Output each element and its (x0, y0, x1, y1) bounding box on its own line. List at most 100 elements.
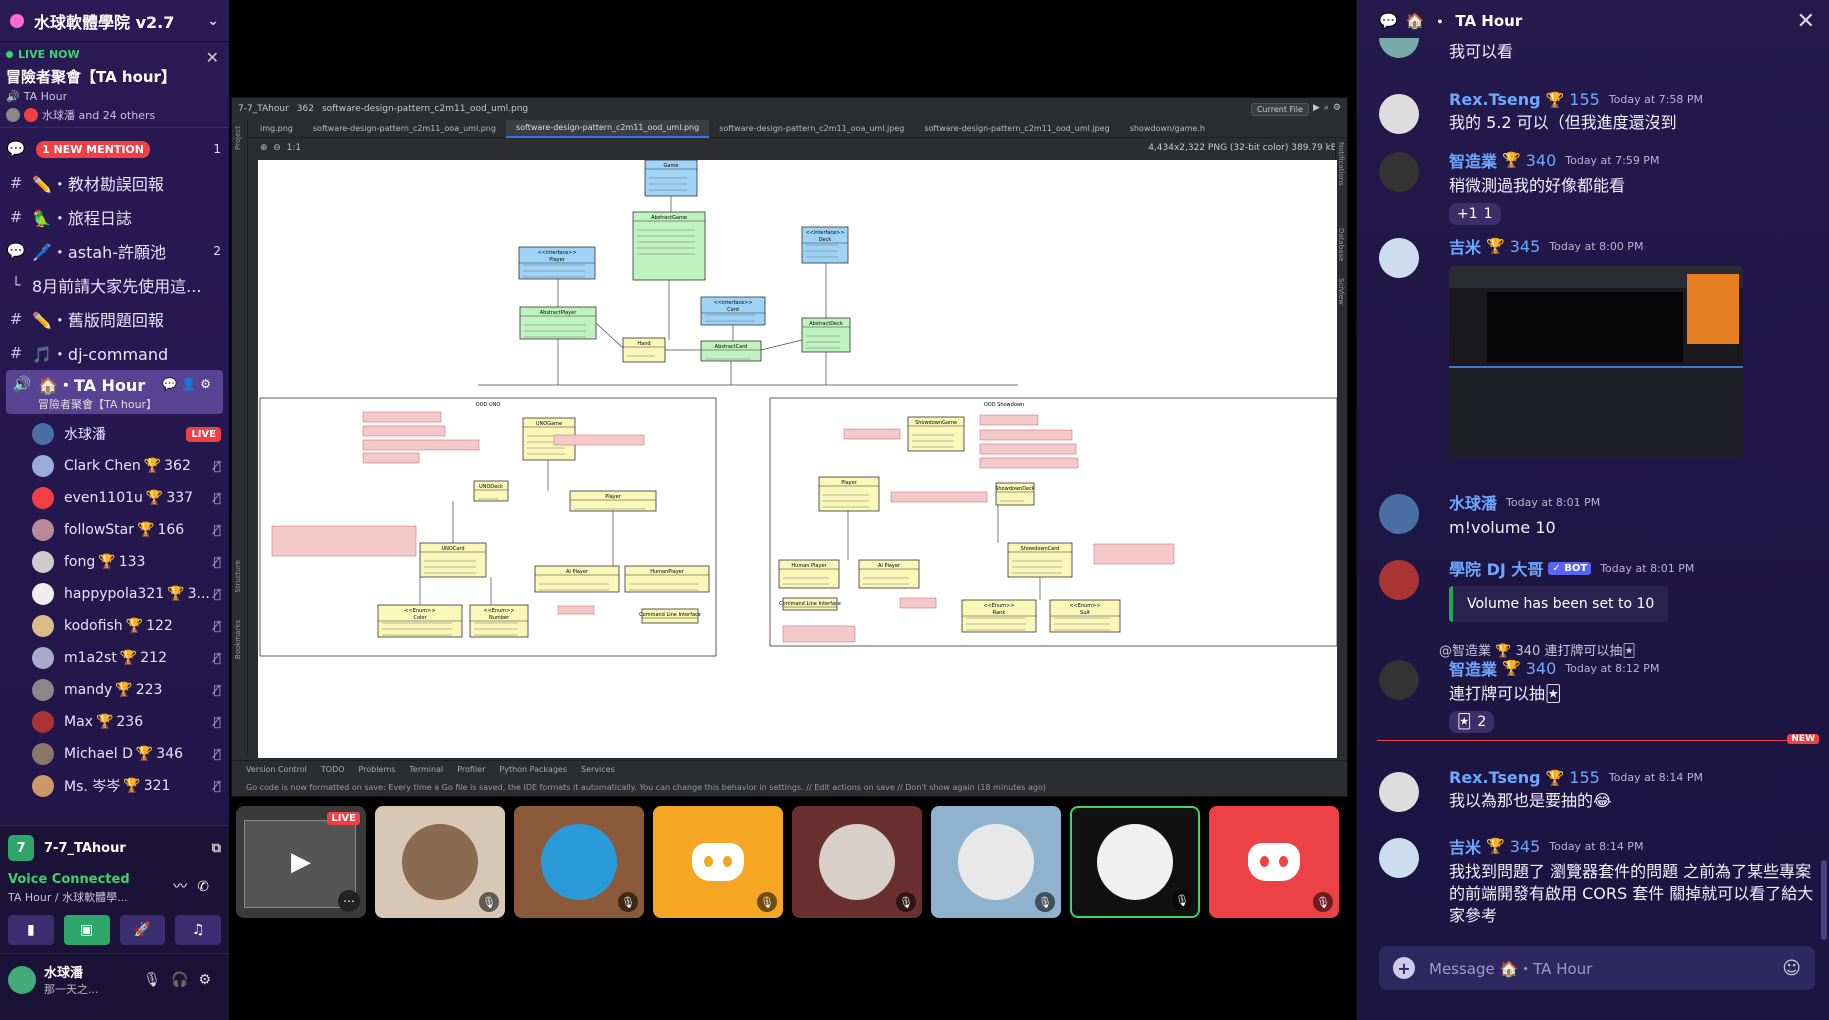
bottom-tool[interactable]: Profiler (457, 765, 486, 774)
channel-item[interactable]: #🦜・旅程日誌 (0, 200, 229, 234)
editor-tab[interactable]: img.png (260, 124, 293, 133)
participant-tile[interactable]: LIVE▶⋯ (236, 806, 366, 918)
tool-sciview[interactable]: SciView (1337, 278, 1345, 305)
avatar[interactable] (1379, 38, 1419, 58)
voice-user[interactable]: Max🏆236🎙̸ (0, 706, 229, 738)
channel-ta-hour[interactable]: 🔊🏠・TA Hour💬👤⚙ 冒險者聚會【TA hour】 (6, 370, 223, 414)
avatar[interactable] (1379, 772, 1419, 812)
zoom-level[interactable]: 1:1 (286, 143, 302, 153)
camera-button[interactable]: ▮ (8, 915, 54, 945)
avatar[interactable] (1379, 94, 1419, 134)
author-name[interactable]: Rex.Tseng (1449, 768, 1541, 787)
disconnect-icon[interactable]: 〰✆ (173, 879, 219, 895)
bottom-tool[interactable]: Services (581, 765, 615, 774)
editor-tab[interactable]: software-design-pattern_c2m11_ood_uml.jp… (924, 124, 1110, 133)
avatar[interactable] (1379, 238, 1419, 278)
editor-tab[interactable]: software-design-pattern_c2m11_ooa_uml.jp… (719, 124, 905, 133)
emoji-icon[interactable]: ☺ (1782, 957, 1801, 979)
participant-tile[interactable]: 🎙 (1209, 806, 1339, 918)
voice-user-score: 166 (157, 522, 185, 538)
screen-share-button[interactable]: ▣ (63, 915, 110, 945)
author-name[interactable]: 吉米 (1449, 238, 1482, 257)
home-icon: 🏠 (1405, 12, 1425, 30)
reply-preview[interactable]: @智造業 🏆 340 連打牌可以抽🃏 (1439, 640, 1636, 659)
chat-scrollbar[interactable] (1821, 860, 1827, 940)
voice-user[interactable]: Ms. 岑岑🏆321🎙̸ (0, 770, 229, 802)
avatar[interactable] (1379, 494, 1419, 534)
image-attachment[interactable] (1449, 266, 1743, 458)
live-now-panel[interactable]: LIVE NOW ✕ 冒險者聚會【TA hour】 🔊TA Hour 水球潘 a… (0, 42, 229, 128)
author-name[interactable]: Rex.Tseng (1449, 90, 1541, 109)
avatar[interactable] (1379, 660, 1419, 700)
editor-tab[interactable]: software-design-pattern_c2m11_ooa_uml.pn… (312, 124, 496, 133)
project-name[interactable]: 7-7_TAhour (238, 104, 289, 114)
channel-item[interactable]: └8月前請大家先使用這... (0, 268, 229, 302)
avatar[interactable] (8, 965, 36, 994)
channel-tools-icon[interactable]: 💬👤⚙ (162, 377, 215, 391)
participant-tile[interactable]: 🎙 (514, 806, 644, 918)
run-config-dropdown[interactable]: Current File (1250, 102, 1309, 116)
channel-item[interactable]: #🎵・dj-command (0, 336, 229, 370)
live-dot-icon (6, 51, 13, 58)
zoom-out-icon[interactable]: ⊖ (273, 143, 281, 153)
reaction[interactable]: 🃏2 (1449, 711, 1495, 733)
more-icon[interactable]: ⋯ (338, 890, 360, 912)
voice-user[interactable]: fong🏆133🎙̸ (0, 546, 229, 578)
tool-notifications[interactable]: Notifications (1337, 142, 1345, 186)
participant-tile[interactable]: 🎙 (375, 806, 505, 918)
mic-headset-settings-icon[interactable]: 🎙🎧⚙ (143, 971, 221, 988)
bottom-tool[interactable]: Version Control (246, 765, 307, 774)
voice-user[interactable]: Clark Chen🏆362🎙̸ (0, 450, 229, 482)
bottom-tool[interactable]: TODO (320, 765, 345, 774)
participant-tile[interactable]: 🎙 (1070, 806, 1200, 918)
editor-tab[interactable]: software-design-pattern_c2m11_ood_uml.pn… (505, 119, 710, 138)
run-icon[interactable]: ▶ (1312, 102, 1320, 113)
voice-user[interactable]: followStar🏆166🎙̸ (0, 514, 229, 546)
voice-user[interactable]: mandy🏆223🎙̸ (0, 674, 229, 706)
tool-bookmarks[interactable]: Bookmarks (234, 620, 242, 660)
plus-icon[interactable]: + (1393, 957, 1415, 979)
search-icon[interactable]: ⌕ (1323, 102, 1329, 113)
author-name[interactable]: 智造業 (1449, 152, 1498, 171)
zoom-in-icon[interactable]: ⊕ (260, 143, 268, 153)
chevron-down-icon[interactable]: ⌄ (207, 12, 219, 29)
bottom-tool[interactable]: Terminal (409, 765, 444, 774)
soundboard-button[interactable]: ♫ (175, 915, 221, 945)
voice-user[interactable]: m1a2st🏆212🎙̸ (0, 642, 229, 674)
tool-structure[interactable]: Structure (234, 560, 242, 593)
participant-tile[interactable]: 🎙 (931, 806, 1061, 918)
popout-icon[interactable]: ⧉ (211, 840, 221, 856)
server-header[interactable]: 水球軟體學院 v2.7 ⌄ (0, 0, 229, 42)
participant-tile[interactable]: 🎙 (792, 806, 922, 918)
editor-tab[interactable]: showdown/game.h (1129, 124, 1205, 133)
voice-user[interactable]: even1101u🏆337🎙̸ (0, 482, 229, 514)
avatar[interactable] (1379, 838, 1419, 878)
settings-icon[interactable]: ⚙ (1332, 102, 1341, 113)
participant-tile[interactable]: 🎙 (653, 806, 783, 918)
bottom-tool[interactable]: Python Packages (499, 765, 567, 774)
bottom-tool[interactable]: Problems (358, 765, 396, 774)
channel-item[interactable]: #✏️・舊版問題回報 (0, 302, 229, 336)
voice-user[interactable]: happypola321🏆3...🎙̸ (0, 578, 229, 610)
tool-database[interactable]: Database (1337, 228, 1345, 262)
author-name[interactable]: 學院 DJ 大哥 (1449, 560, 1544, 579)
message-input[interactable]: + Message 🏠・TA Hour ☺ (1379, 946, 1815, 990)
voice-user-score: 3... (187, 586, 210, 602)
avatar[interactable] (1379, 560, 1419, 600)
voice-user[interactable]: Michael D🏆346🎙̸ (0, 738, 229, 770)
tool-project[interactable]: Project (234, 126, 242, 150)
author-name[interactable]: 智造業 (1449, 660, 1498, 679)
author-name[interactable]: 吉米 (1449, 838, 1482, 857)
voice-user[interactable]: kodofish🏆122🎙̸ (0, 610, 229, 642)
author-name[interactable]: 水球潘 (1449, 494, 1498, 513)
channel-item[interactable]: #✏️・教材勘誤回報 (0, 166, 229, 200)
activity-button[interactable]: 🚀 (119, 915, 166, 945)
close-icon[interactable]: ✕ (1796, 8, 1815, 34)
close-icon[interactable]: ✕ (205, 48, 219, 67)
avatar[interactable] (1379, 152, 1419, 192)
